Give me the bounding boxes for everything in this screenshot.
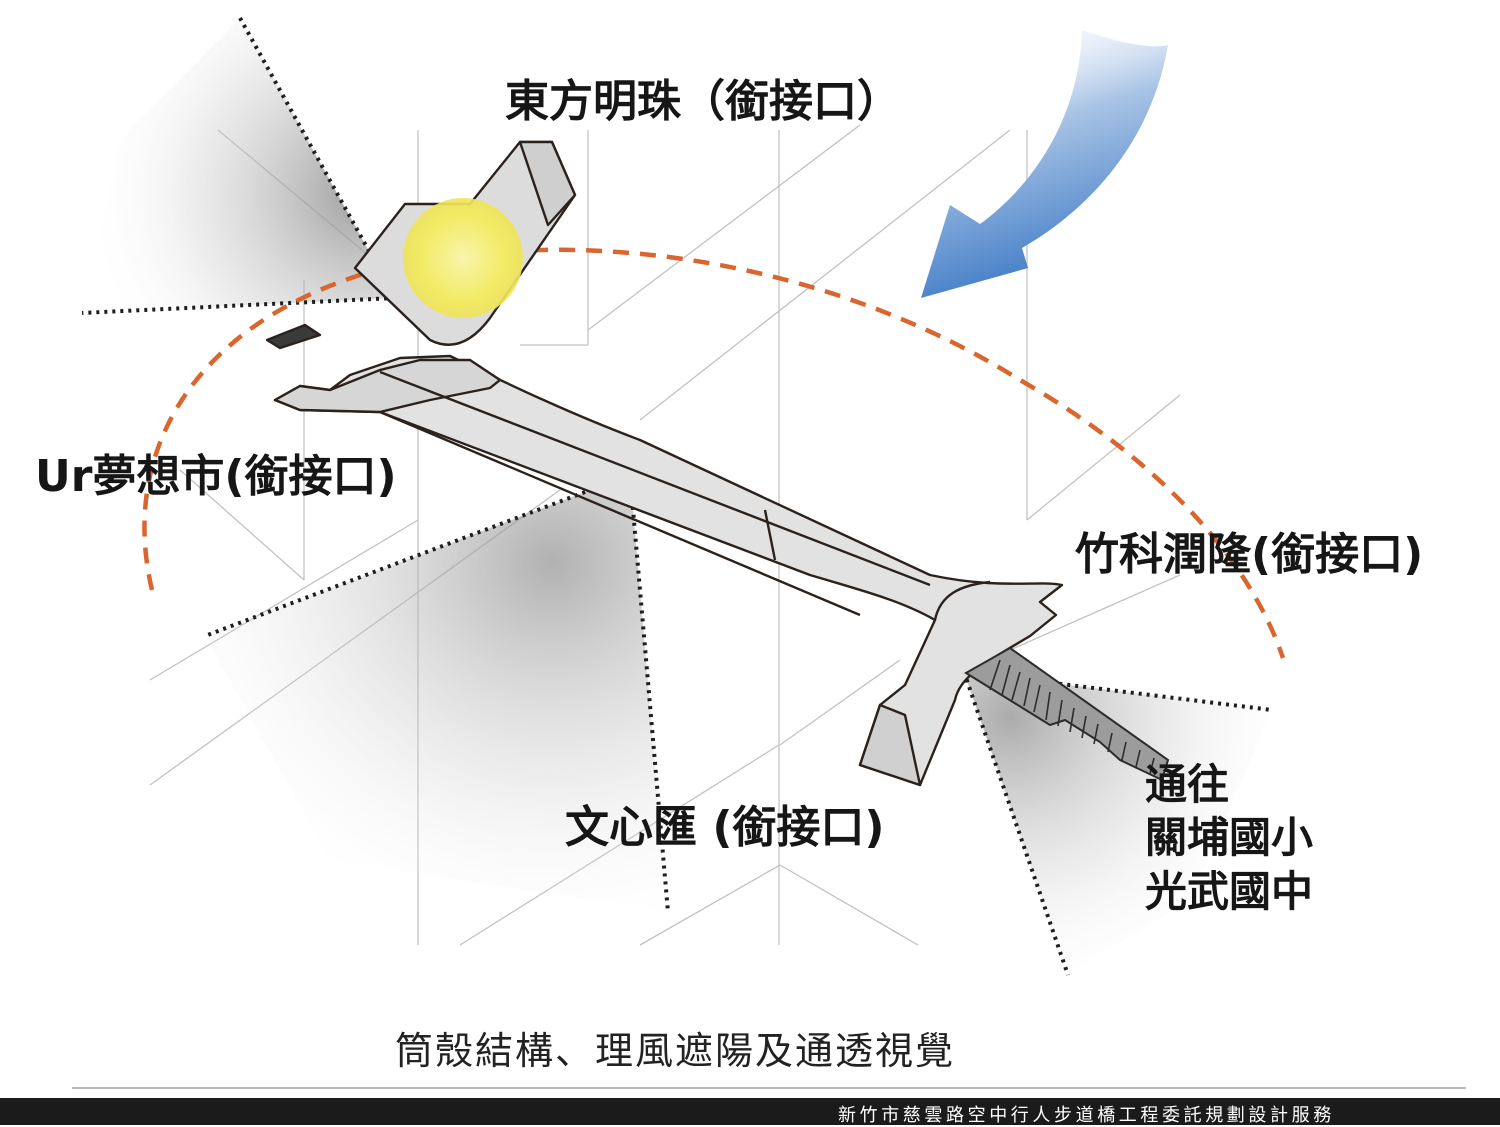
wind-arrow-icon [921,30,1168,298]
label-pearl: 東方明珠（銜接口） [505,76,901,127]
shadow-wedges [82,18,1272,975]
sun-path-arc [142,247,1286,659]
sun-icon [403,198,523,318]
label-hsinchu-science: 竹科潤隆(銜接口) [1075,529,1424,580]
label-schools: 通往 關埔國小 光武國中 [1145,760,1314,916]
label-wenxin: 文心匯 (銜接口) [565,802,885,853]
diagram-caption: 筒殼結構、理風遮陽及通透視覺 [395,1029,956,1073]
label-ur: Ur夢想市(銜接口) [35,451,397,502]
footer-title: 新竹市慈雲路空中行人步道橋工程委託規劃設計服務 [838,1105,1335,1126]
staircase-icon [964,646,1170,782]
divider [72,1087,1466,1089]
footer-bar [0,1098,1500,1125]
